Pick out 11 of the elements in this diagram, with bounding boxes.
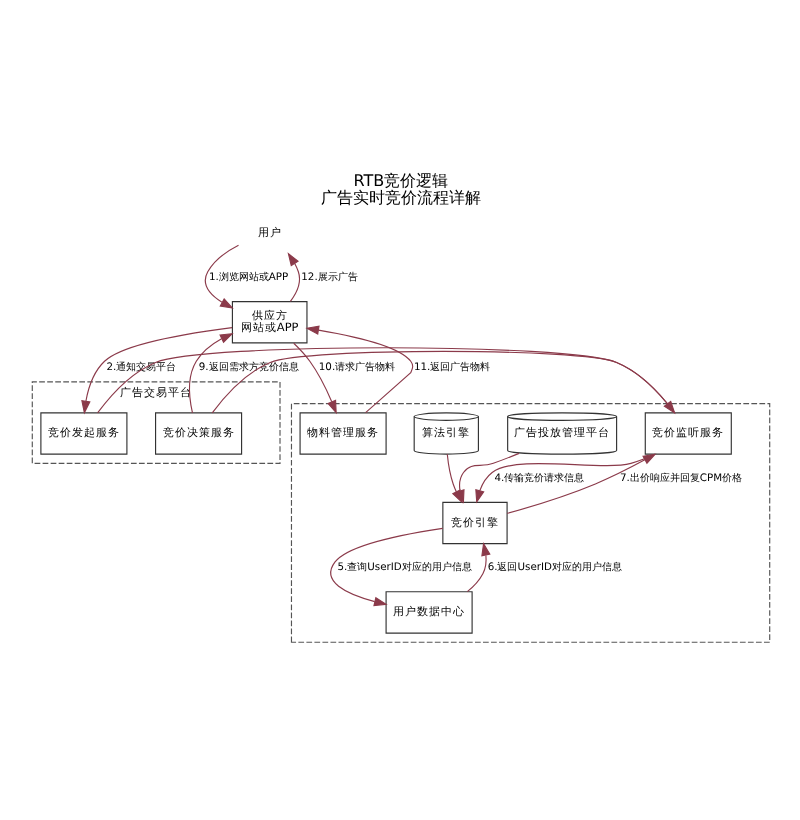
cluster <box>289 403 770 643</box>
arrow <box>505 453 656 514</box>
arrow <box>292 342 336 415</box>
arrow <box>286 252 300 302</box>
arrow <box>474 453 655 504</box>
arrow <box>187 332 233 414</box>
arrow <box>203 244 239 309</box>
arrow <box>329 527 443 607</box>
arrow <box>80 327 232 415</box>
arrow <box>304 325 413 414</box>
arrow <box>465 542 490 593</box>
